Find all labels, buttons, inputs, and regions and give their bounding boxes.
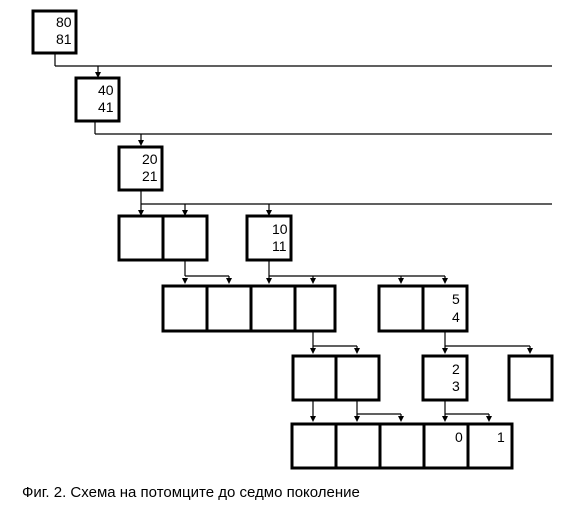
node-labels: 80 81 40 41 20 21 10 11 5 4 2 3 0 1 (56, 14, 505, 445)
label-40: 40 (98, 82, 114, 98)
label-21: 21 (142, 168, 158, 184)
boxes (31, 9, 554, 470)
label-20: 20 (142, 151, 158, 167)
node-empty (334, 354, 381, 402)
node-empty (290, 422, 338, 470)
label-81: 81 (56, 31, 72, 47)
label-11: 11 (272, 238, 287, 254)
node-empty (293, 284, 337, 333)
node-empty (161, 284, 209, 333)
node-empty (161, 214, 209, 262)
label-80: 80 (56, 14, 72, 30)
node-empty (507, 354, 554, 402)
label-2: 2 (452, 361, 460, 377)
node-5-4 (421, 284, 469, 333)
label-5: 5 (452, 291, 460, 307)
node-1 (466, 422, 514, 470)
node-empty (377, 284, 425, 333)
figure-caption: Фиг. 2. Схема на потомците до седмо поко… (22, 484, 360, 501)
label-41: 41 (98, 99, 114, 115)
label-10: 10 (272, 221, 288, 237)
label-1: 1 (497, 429, 505, 445)
node-40-41 (74, 76, 121, 123)
node-empty (117, 214, 165, 262)
node-empty (205, 284, 253, 333)
label-4: 4 (452, 309, 460, 325)
node-empty (334, 422, 382, 470)
node-80-81 (31, 9, 78, 55)
arrowheads (95, 72, 533, 422)
label-0: 0 (455, 429, 463, 445)
node-10-11 (245, 214, 293, 262)
descendants-diagram: 80 81 40 41 20 21 10 11 5 4 2 3 0 1 (31, 9, 554, 470)
node-empty (291, 354, 338, 402)
node-20-21 (117, 145, 164, 192)
node-empty (378, 422, 426, 470)
node-empty (249, 284, 297, 333)
node-2-3 (421, 354, 469, 402)
label-3: 3 (452, 378, 460, 394)
